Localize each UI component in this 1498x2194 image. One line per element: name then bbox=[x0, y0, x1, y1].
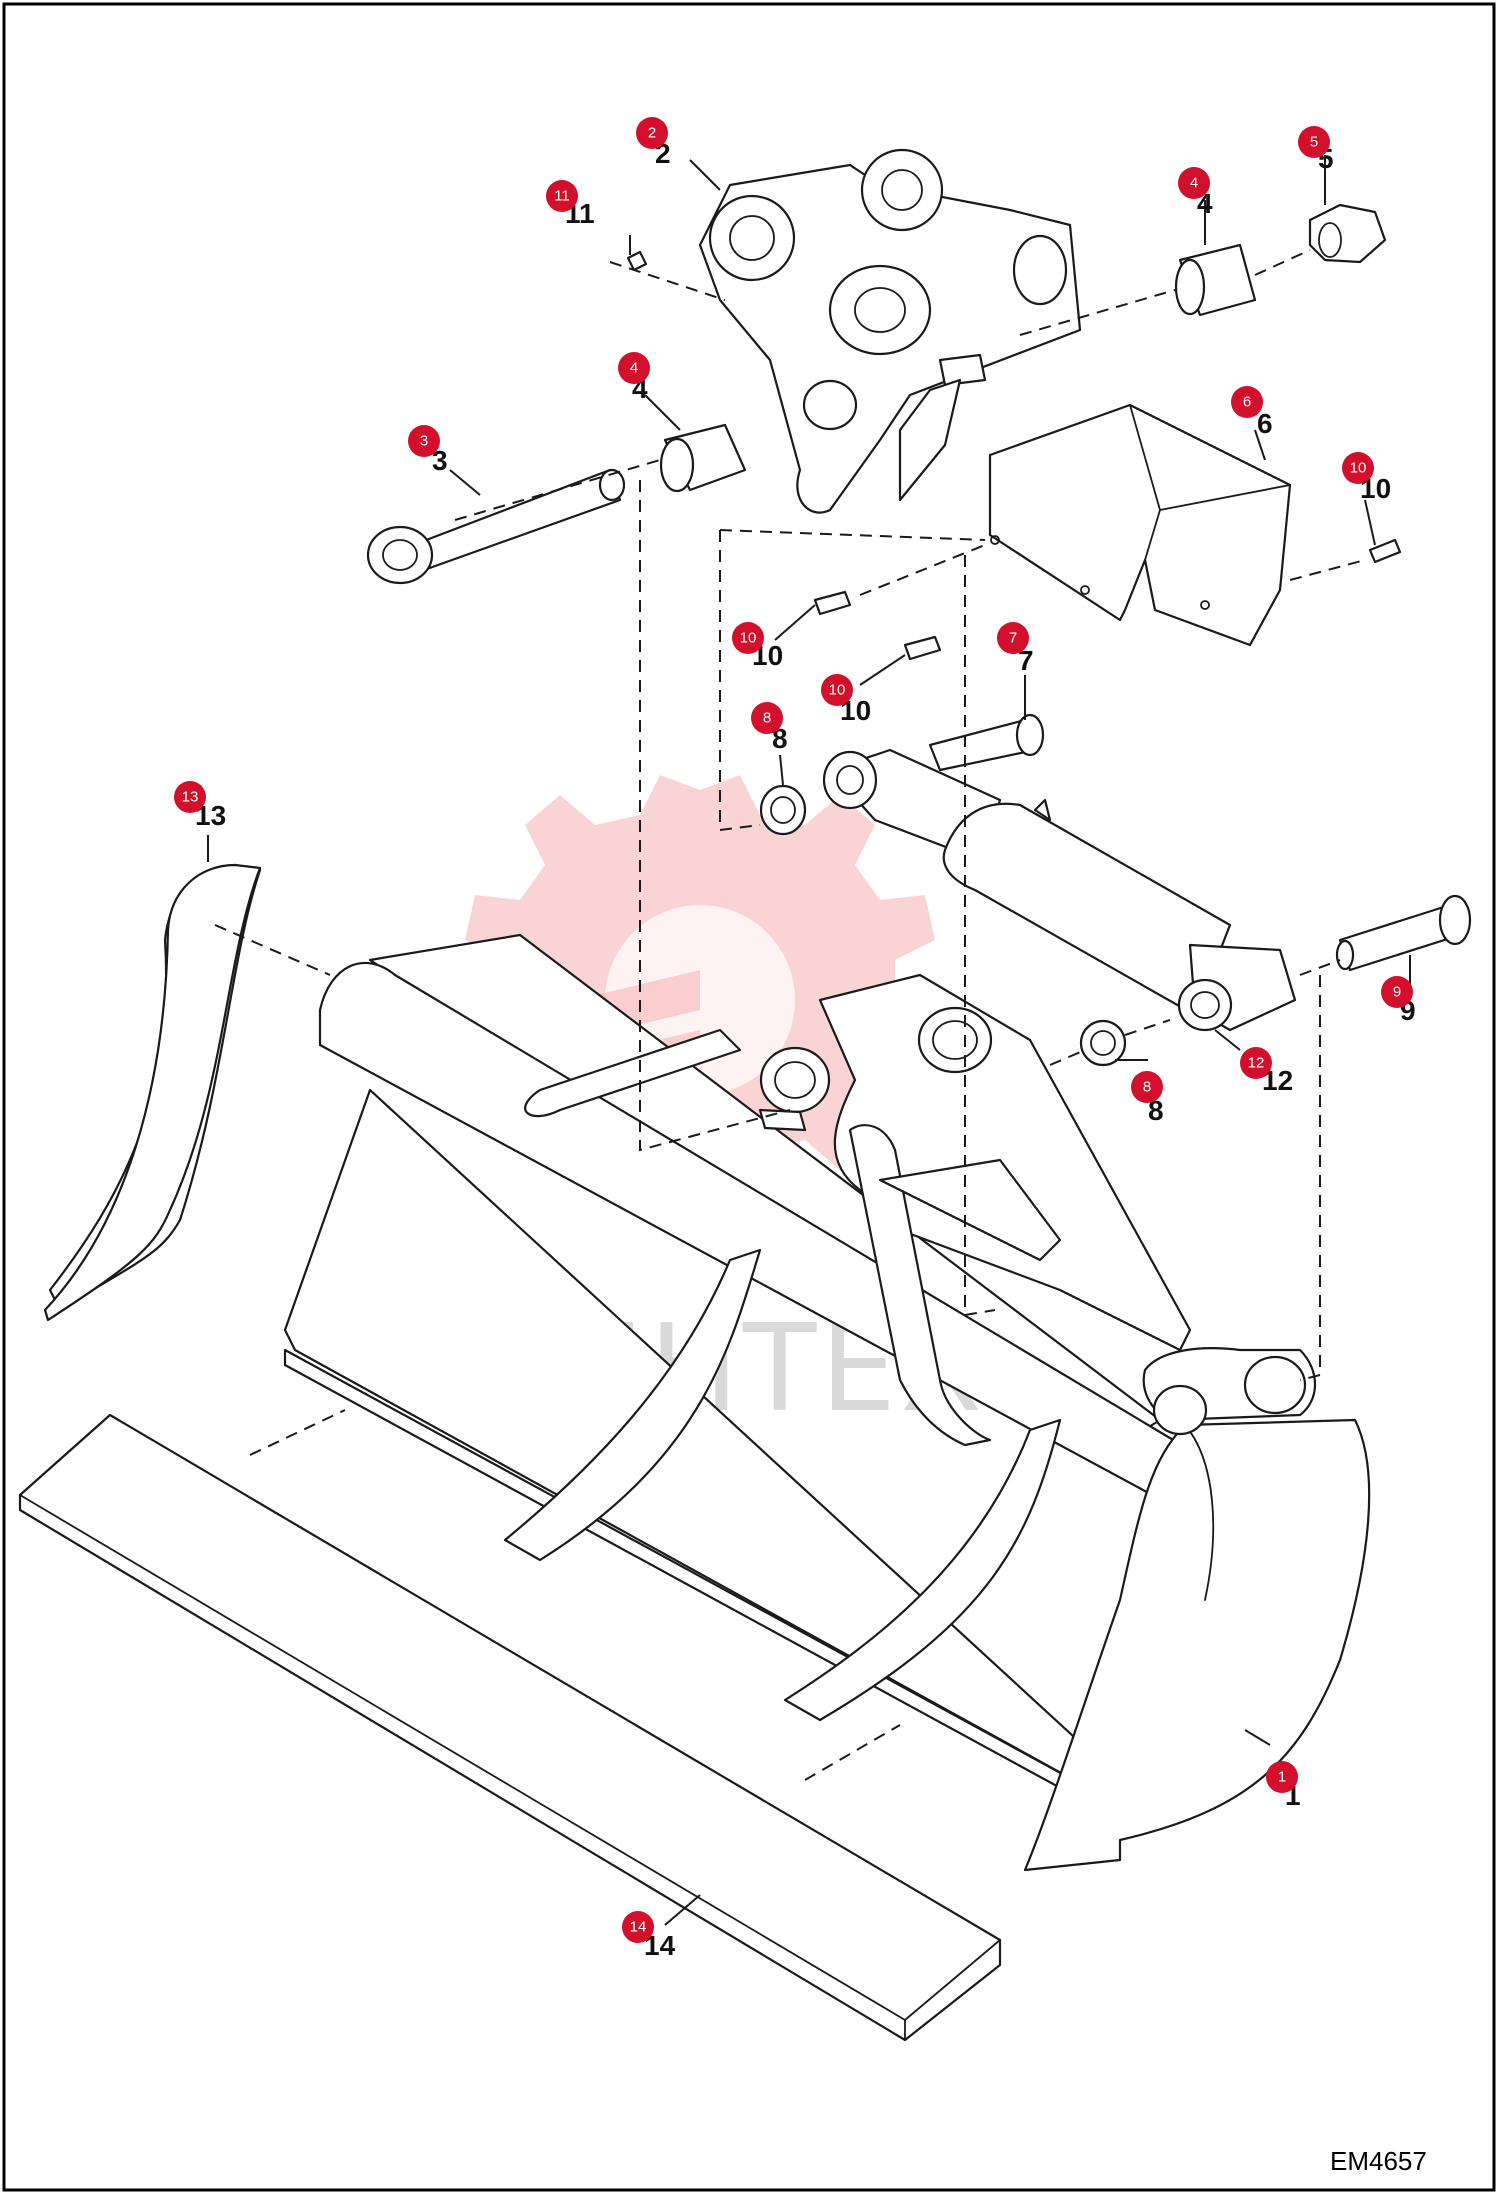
part-14-cutting-edge bbox=[18, 1413, 1002, 2042]
callout-badge-5: 5 bbox=[1298, 126, 1330, 158]
callout-badge-2: 2 bbox=[636, 117, 668, 149]
svg-text:1: 1 bbox=[1278, 1769, 1286, 1786]
part-12-hydraulic-cylinder bbox=[822, 748, 1297, 1032]
callout-badge-10-mid: 10 bbox=[821, 674, 853, 706]
part-13-tooth bbox=[43, 863, 262, 1322]
part-2-coupler-bracket bbox=[698, 148, 1082, 514]
svg-text:4: 4 bbox=[1190, 175, 1198, 192]
part-10-bolt-left bbox=[813, 590, 852, 616]
part-9-pin bbox=[1335, 894, 1472, 972]
part-5-nut bbox=[1308, 203, 1387, 264]
callout-badge-10-right: 10 bbox=[1342, 452, 1374, 484]
callout-badge-1: 1 bbox=[1266, 1761, 1298, 1793]
part-3-pin bbox=[366, 468, 626, 585]
svg-text:12: 12 bbox=[1248, 1055, 1265, 1072]
svg-text:13: 13 bbox=[182, 789, 199, 806]
callout-badge-3: 3 bbox=[408, 425, 440, 457]
callout-labels: 2 11 4 5 4 3 6 10 10 10 7 8 13 9 12 8 1 … bbox=[195, 138, 1416, 1961]
callout-badge-10-left: 10 bbox=[732, 622, 764, 654]
callout-badge-13: 13 bbox=[174, 781, 206, 813]
svg-text:3: 3 bbox=[420, 433, 428, 450]
leader-lines bbox=[207, 155, 1411, 1926]
svg-text:9: 9 bbox=[1393, 984, 1401, 1001]
callout-badge-4-lower: 4 bbox=[618, 352, 650, 384]
svg-text:6: 6 bbox=[1243, 394, 1251, 411]
callout-number-3: 3 bbox=[432, 445, 448, 476]
assembly-dashed-lines bbox=[214, 249, 1366, 1781]
part-1-bucket-frame bbox=[48, 863, 1371, 1872]
part-6-cover-guard bbox=[988, 403, 1292, 647]
svg-text:10: 10 bbox=[1350, 460, 1367, 477]
callout-badge-8-upper: 8 bbox=[751, 702, 783, 734]
svg-text:2: 2 bbox=[648, 125, 656, 142]
callout-badge-12: 12 bbox=[1240, 1047, 1272, 1079]
callout-number-7: 7 bbox=[1018, 645, 1034, 676]
part-4-bushing-upper bbox=[1174, 243, 1257, 317]
callout-number-8-lower: 8 bbox=[1148, 1095, 1164, 1126]
callout-badge-9: 9 bbox=[1381, 976, 1413, 1008]
callout-badge-7: 7 bbox=[997, 622, 1029, 654]
callout-badge-4-upper: 4 bbox=[1178, 167, 1210, 199]
callout-badge-6: 6 bbox=[1231, 386, 1263, 418]
part-11-grease-fitting bbox=[626, 250, 648, 272]
svg-text:8: 8 bbox=[1143, 1079, 1151, 1096]
part-8-spacer-upper bbox=[759, 784, 807, 836]
drawing-code: EM4657 bbox=[1330, 2146, 1427, 2176]
svg-text:10: 10 bbox=[740, 630, 757, 647]
part-7-pin bbox=[928, 713, 1045, 772]
svg-text:5: 5 bbox=[1310, 134, 1318, 151]
callout-badge-11: 11 bbox=[546, 180, 578, 212]
svg-text:11: 11 bbox=[554, 188, 570, 205]
callout-badge-8-lower: 8 bbox=[1131, 1071, 1163, 1103]
svg-text:7: 7 bbox=[1009, 630, 1017, 647]
svg-text:8: 8 bbox=[763, 710, 771, 727]
part-8-spacer-lower bbox=[1079, 1019, 1127, 1067]
part-4-bushing-lower bbox=[659, 423, 747, 493]
part-10-bolt-right bbox=[1368, 538, 1402, 564]
svg-text:10: 10 bbox=[829, 682, 846, 699]
callout-number-6: 6 bbox=[1257, 408, 1273, 439]
svg-text:14: 14 bbox=[630, 1919, 647, 1936]
svg-text:4: 4 bbox=[630, 360, 638, 377]
callout-badge-14: 14 bbox=[622, 1911, 654, 1943]
part-10-bolt-mid bbox=[903, 635, 942, 661]
